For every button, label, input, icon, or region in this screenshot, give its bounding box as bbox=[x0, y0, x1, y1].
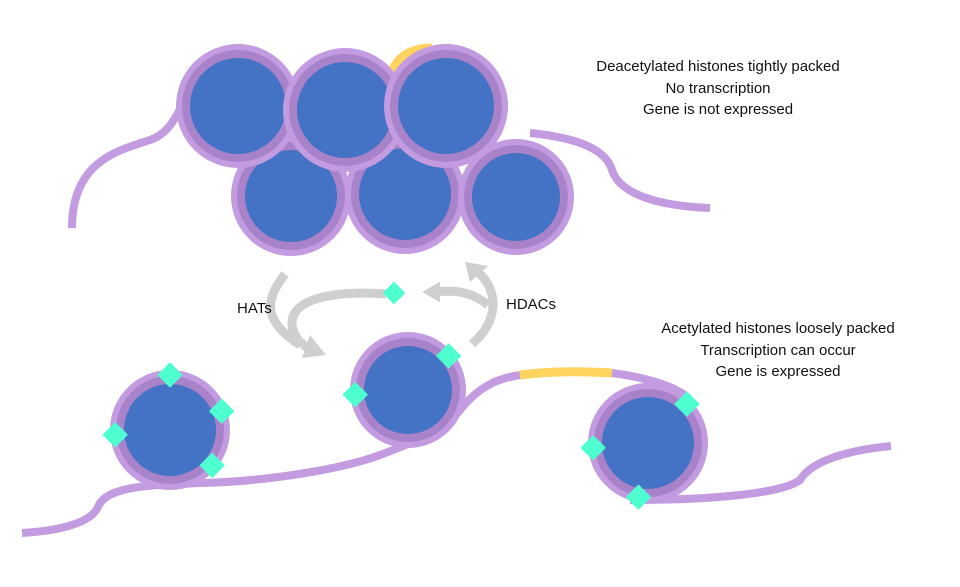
hats-label: HATs bbox=[237, 300, 272, 317]
open-state-caption: Acetylated histones loosely packed Trans… bbox=[661, 318, 894, 383]
caption-line: Deacetylated histones tightly packed bbox=[596, 56, 839, 78]
caption-line: Gene is not expressed bbox=[596, 99, 839, 121]
free-acetyl-group bbox=[383, 282, 406, 305]
hats-arrow bbox=[271, 274, 386, 358]
hdacs-label: HDACs bbox=[506, 296, 556, 313]
histone-core bbox=[398, 58, 494, 154]
histone-core bbox=[124, 384, 216, 476]
nucleosome bbox=[580, 383, 708, 510]
nucleosome bbox=[384, 44, 508, 168]
histone-core bbox=[190, 58, 286, 154]
gene-segment-bottom bbox=[520, 372, 612, 375]
histone-core bbox=[472, 153, 560, 241]
histone-core bbox=[297, 62, 393, 158]
histone-core bbox=[364, 346, 452, 434]
nucleosome bbox=[102, 362, 234, 490]
hdacs-arrow bbox=[422, 262, 493, 344]
nucleosome bbox=[176, 44, 300, 168]
nucleosome bbox=[342, 332, 466, 448]
histone-core bbox=[602, 397, 694, 489]
caption-line: No transcription bbox=[596, 78, 839, 100]
caption-line: Transcription can occur bbox=[661, 340, 894, 362]
condensed-state-caption: Deacetylated histones tightly packed No … bbox=[596, 56, 839, 121]
caption-line: Gene is expressed bbox=[661, 361, 894, 383]
caption-line: Acetylated histones loosely packed bbox=[661, 318, 894, 340]
